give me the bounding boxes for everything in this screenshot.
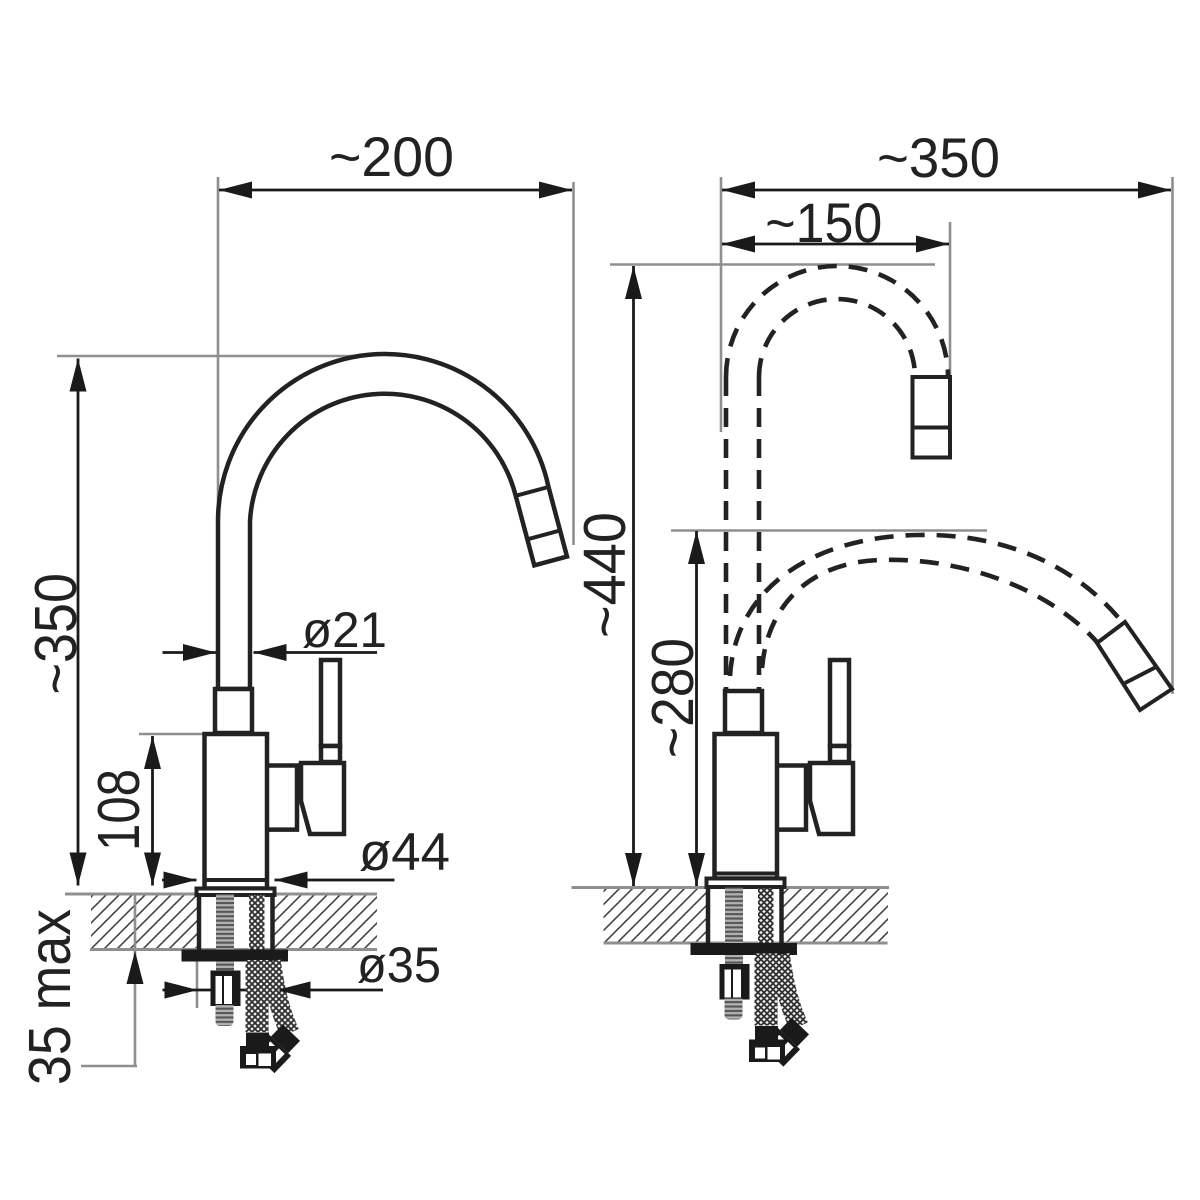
svg-text:108: 108 <box>86 769 152 851</box>
svg-text:~280: ~280 <box>640 638 706 758</box>
svg-text:ø44: ø44 <box>359 823 450 882</box>
svg-text:~200: ~200 <box>329 125 454 188</box>
svg-text:~150: ~150 <box>765 191 882 254</box>
svg-text:ø21: ø21 <box>302 602 387 658</box>
svg-text:35 max: 35 max <box>17 909 83 1085</box>
svg-text:~440: ~440 <box>572 512 638 638</box>
svg-text:ø35: ø35 <box>357 937 441 993</box>
svg-text:~350: ~350 <box>877 126 1000 189</box>
svg-text:~350: ~350 <box>23 573 89 695</box>
